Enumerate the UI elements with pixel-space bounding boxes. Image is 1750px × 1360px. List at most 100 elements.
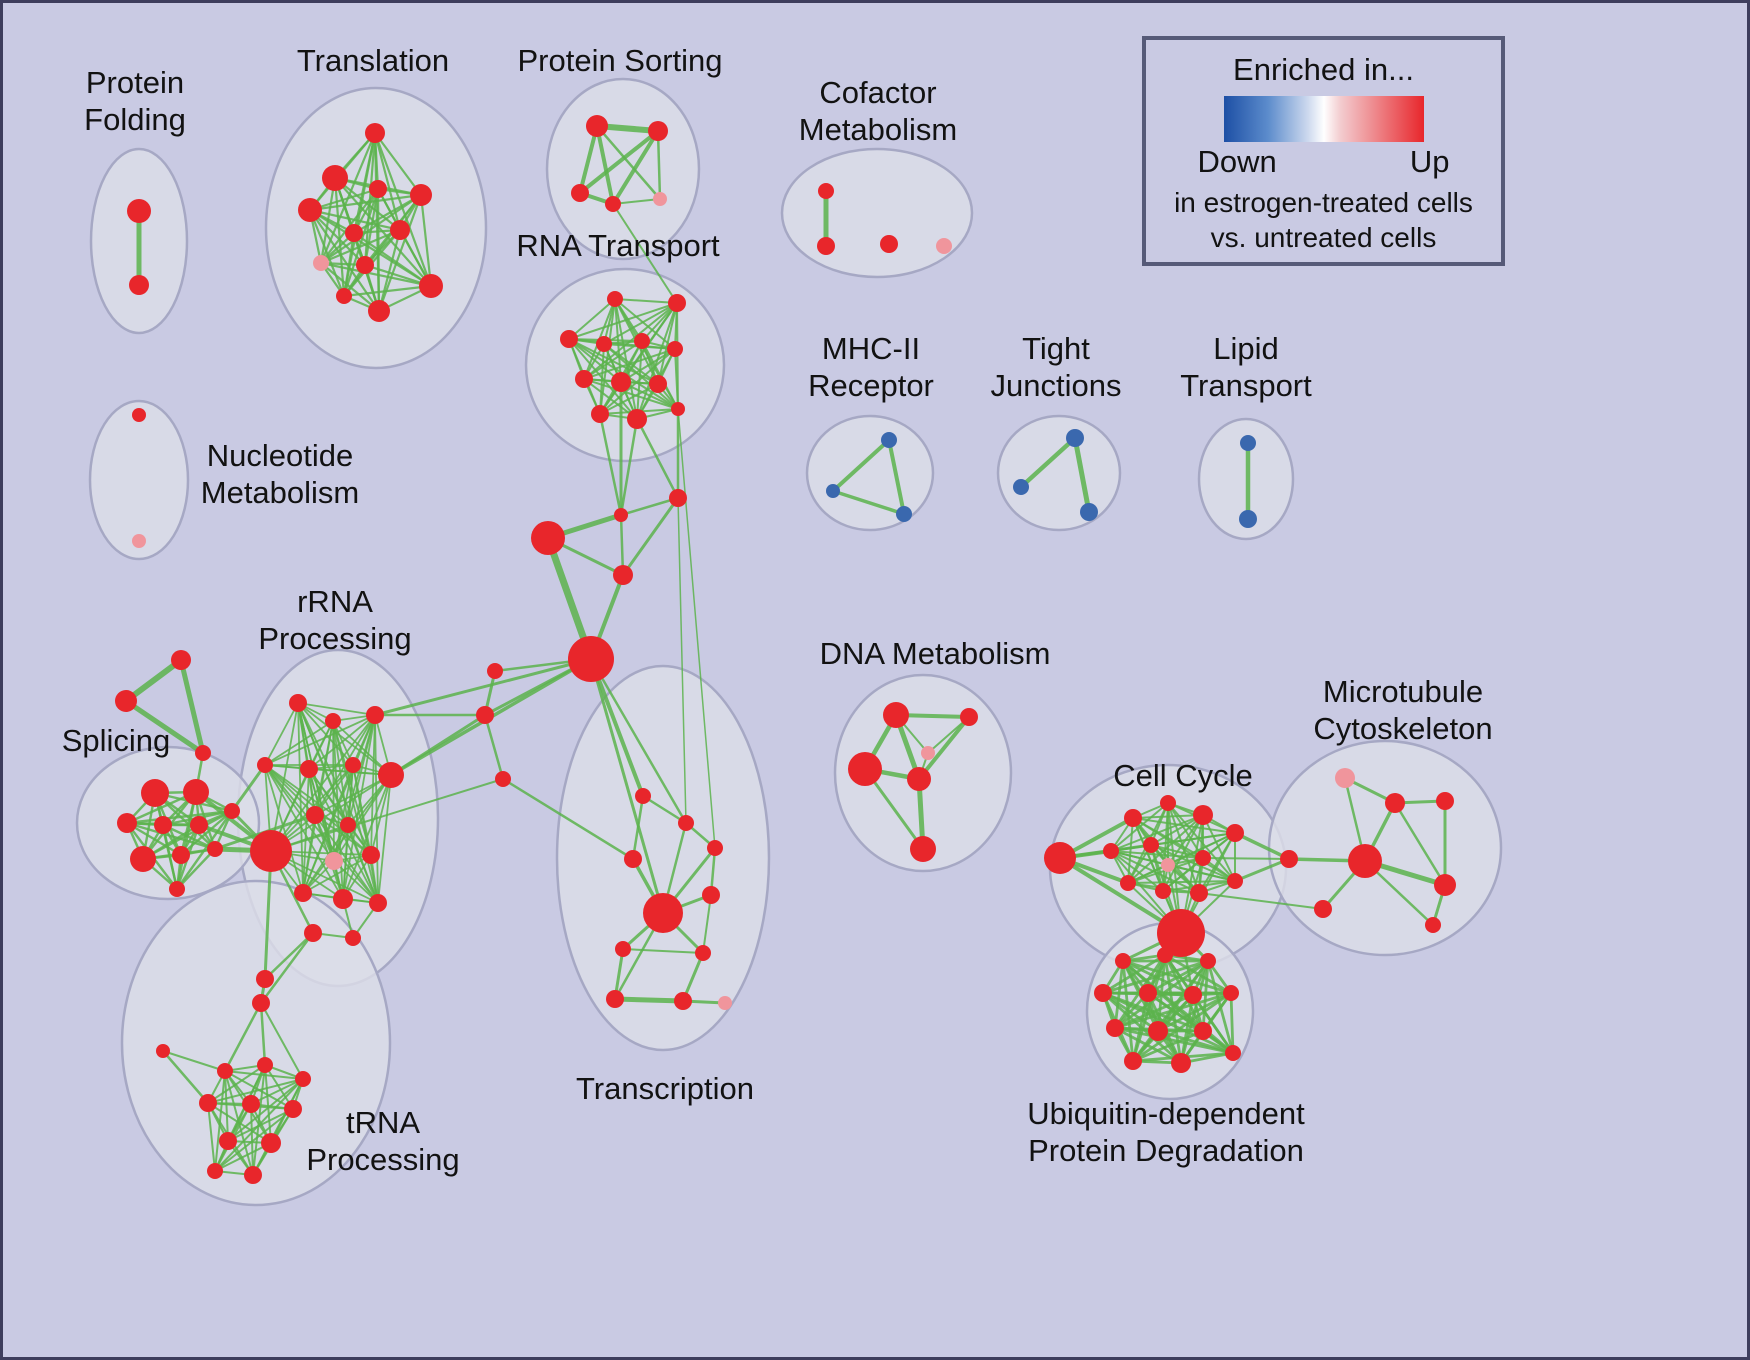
edge xyxy=(207,1078,304,1104)
edge xyxy=(125,821,217,851)
edge xyxy=(1202,814,1236,882)
edge xyxy=(631,794,645,861)
edge xyxy=(1018,435,1078,490)
node-rp1 xyxy=(289,694,307,712)
node-mt7 xyxy=(1314,900,1332,918)
node-t11 xyxy=(368,300,390,322)
edge xyxy=(250,1103,254,1176)
cluster-ellipse-mhc-ii-receptor xyxy=(805,414,935,532)
edge xyxy=(598,412,623,517)
node-u11 xyxy=(1124,1052,1142,1070)
node-t3 xyxy=(298,198,322,222)
edge xyxy=(207,1102,216,1172)
edge xyxy=(831,489,906,516)
node-r12 xyxy=(671,402,685,416)
node-cm3 xyxy=(880,235,898,253)
cluster-ellipse-cofactor-metabolism xyxy=(780,147,974,279)
node-rp8 xyxy=(250,830,292,872)
cluster-label-dna-metabolism: DNA Metabolism xyxy=(820,636,1051,671)
node-u7 xyxy=(1223,985,1239,1001)
edge xyxy=(314,814,372,856)
node-cm1 xyxy=(818,183,834,199)
node-d4 xyxy=(921,746,935,760)
edge xyxy=(1072,435,1092,515)
node-t9 xyxy=(356,256,374,274)
node-u9 xyxy=(1148,1021,1168,1041)
node-cc4 xyxy=(1193,805,1213,825)
node-rp18 xyxy=(256,970,274,988)
edge xyxy=(612,996,686,1004)
edge xyxy=(887,438,906,516)
cluster-label-transcription: Transcription xyxy=(576,1071,754,1106)
edge xyxy=(342,284,433,298)
edge xyxy=(342,187,380,298)
edge xyxy=(589,657,645,798)
edge xyxy=(1113,993,1195,1030)
edge xyxy=(370,774,392,856)
edge xyxy=(568,302,678,340)
node-s3 xyxy=(117,813,137,833)
node-rp6 xyxy=(345,757,361,773)
node-m3 xyxy=(896,506,912,522)
edge xyxy=(917,715,971,781)
edge xyxy=(175,847,217,891)
node-r5 xyxy=(634,333,650,349)
node-t7 xyxy=(390,220,410,240)
edge xyxy=(599,298,616,415)
edge xyxy=(1110,802,1169,852)
edge xyxy=(314,774,392,816)
edge xyxy=(1113,1026,1235,1055)
edge xyxy=(1150,844,1204,859)
node-s9 xyxy=(207,841,223,857)
edge xyxy=(612,203,678,304)
node-t6 xyxy=(345,224,363,242)
node-r3 xyxy=(560,330,578,348)
node-mt1 xyxy=(1335,768,1355,788)
edge xyxy=(1113,991,1233,1030)
node-rp12 xyxy=(362,846,380,864)
node-cm4 xyxy=(936,238,952,254)
edge xyxy=(619,496,680,517)
node-rp15 xyxy=(369,894,387,912)
edge xyxy=(568,298,616,340)
node-cc12 xyxy=(1190,884,1208,902)
node-tn7 xyxy=(695,945,711,961)
edge xyxy=(377,774,392,904)
node-tpl xyxy=(156,1044,170,1058)
node-u3 xyxy=(1200,953,1216,969)
node-t5 xyxy=(410,184,432,206)
node-tn4 xyxy=(624,850,642,868)
edge xyxy=(270,714,376,852)
node-lt2 xyxy=(1239,510,1257,528)
edge xyxy=(702,894,712,954)
node-pf2 xyxy=(129,275,149,295)
node-rp13 xyxy=(294,884,312,902)
edge xyxy=(333,774,392,862)
edge xyxy=(223,1001,263,1073)
node-r11 xyxy=(627,409,647,429)
node-cc3 xyxy=(1160,795,1176,811)
edge xyxy=(319,261,433,288)
node-u6 xyxy=(1184,986,1202,1004)
edge xyxy=(333,860,379,904)
edge xyxy=(178,657,206,756)
legend-down-label: Down xyxy=(1197,144,1277,179)
node-x7 xyxy=(495,771,511,787)
node-x2 xyxy=(614,508,628,522)
edge xyxy=(308,208,346,298)
edge xyxy=(224,1070,229,1142)
edge xyxy=(611,129,660,206)
edge xyxy=(1127,880,1236,884)
edge xyxy=(270,778,504,852)
edge xyxy=(1101,953,1167,995)
edge xyxy=(259,1001,267,1067)
node-mt6 xyxy=(1434,874,1456,896)
node-u4 xyxy=(1094,984,1112,1002)
legend-caption-line1: in estrogen-treated cells xyxy=(1174,187,1473,218)
